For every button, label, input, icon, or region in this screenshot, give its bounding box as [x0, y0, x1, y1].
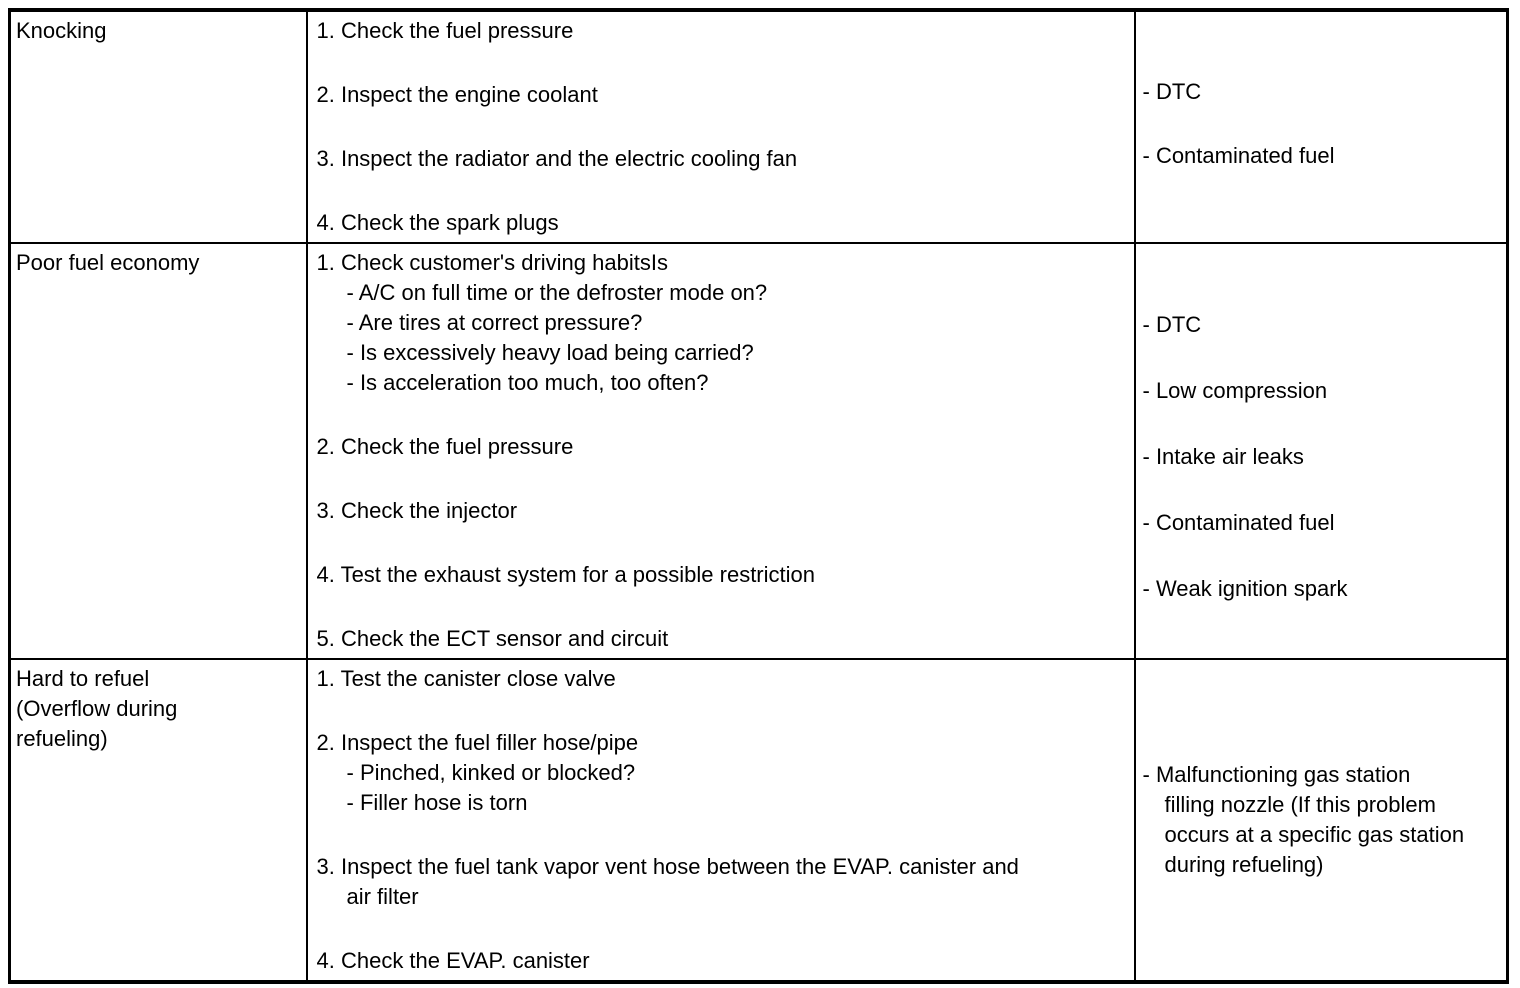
- symptom-label: Poor fuel economy: [16, 250, 200, 275]
- possible-cause-text: - Intake air leaks: [1142, 444, 1304, 469]
- table-row-knocking: Knocking 1. Check the fuel pressure 2. I…: [8, 9, 1509, 244]
- inspection-step-text: 3. Check the injector: [316, 498, 518, 523]
- possible-cause-text: - Weak ignition spark: [1142, 576, 1348, 601]
- inspection-substep: - Is acceleration too much, too often?: [346, 370, 709, 395]
- possible-cause: - DTC: [1143, 310, 1505, 340]
- inspection-step: 3. Check the injector: [317, 496, 1118, 526]
- inspection-step-text: 2. Inspect the fuel filler hose/pipe: [316, 730, 639, 755]
- symptom-label: refueling): [16, 726, 108, 751]
- possible-causes-cell: - DTC - Contaminated fuel: [1133, 9, 1509, 244]
- inspection-step: 4. Check the spark plugs: [317, 208, 1118, 238]
- inspection-step-text: 4. Check the spark plugs: [316, 210, 559, 235]
- inspection-step-text: 1. Check the fuel pressure: [316, 18, 574, 43]
- inspection-steps-cell: 1. Check customer's driving habitsIs - A…: [305, 242, 1136, 660]
- possible-cause: - Malfunctioning gas station filling noz…: [1143, 760, 1505, 880]
- inspection-step-text: 3. Inspect the radiator and the electric…: [316, 146, 798, 171]
- inspection-steps-cell: 1. Check the fuel pressure 2. Inspect th…: [305, 9, 1136, 244]
- table-row-poor-fuel-economy: Poor fuel economy 1. Check customer's dr…: [8, 242, 1509, 660]
- possible-cause-text: - Contaminated fuel: [1142, 143, 1335, 168]
- inspection-step-text: 5. Check the ECT sensor and circuit: [316, 626, 669, 651]
- symptom-label: (Overflow during: [16, 696, 178, 721]
- troubleshooting-table: Knocking 1. Check the fuel pressure 2. I…: [8, 8, 1509, 984]
- inspection-step-text: 1. Check customer's driving habitsIs: [316, 250, 668, 275]
- possible-cause-text: - DTC: [1142, 79, 1202, 104]
- possible-cause-text: - Contaminated fuel: [1142, 510, 1335, 535]
- symptom-cell: Hard to refuel (Overflow during refuelin…: [8, 658, 308, 983]
- possible-cause: - Contaminated fuel: [1143, 141, 1505, 171]
- inspection-step: 5. Check the ECT sensor and circuit: [317, 624, 1118, 654]
- inspection-step-text: 1. Test the canister close valve: [316, 666, 616, 691]
- inspection-step-continuation: air filter: [346, 884, 419, 909]
- inspection-step: 2. Inspect the fuel filler hose/pipe - P…: [317, 728, 1118, 818]
- possible-cause: - DTC: [1143, 77, 1505, 107]
- inspection-step-text: 2. Check the fuel pressure: [316, 434, 574, 459]
- inspection-step-text: 2. Inspect the engine coolant: [316, 82, 598, 107]
- inspection-steps-cell: 1. Test the canister close valve 2. Insp…: [305, 658, 1136, 983]
- possible-causes-cell: - DTC - Low compression - Intake air lea…: [1133, 242, 1509, 660]
- inspection-substep: - Are tires at correct pressure?: [346, 310, 643, 335]
- inspection-step: 1. Test the canister close valve: [317, 664, 1118, 694]
- possible-cause: - Weak ignition spark: [1143, 574, 1505, 604]
- inspection-substep: - A/C on full time or the defroster mode…: [346, 280, 768, 305]
- inspection-step: 3. Inspect the fuel tank vapor vent hose…: [317, 852, 1118, 912]
- symptom-label: Knocking: [16, 18, 107, 43]
- inspection-step-text: 4. Test the exhaust system for a possibl…: [316, 562, 816, 587]
- possible-cause-text: - DTC: [1142, 312, 1202, 337]
- inspection-step: 2. Inspect the engine coolant: [317, 80, 1118, 110]
- inspection-step-text: 4. Check the EVAP. canister: [316, 948, 590, 973]
- inspection-step: 1. Check the fuel pressure: [317, 16, 1118, 46]
- inspection-step: 1. Check customer's driving habitsIs - A…: [317, 248, 1118, 398]
- possible-cause: - Low compression: [1143, 376, 1505, 406]
- symptom-cell: Poor fuel economy: [8, 242, 308, 660]
- symptom-label: Hard to refuel: [16, 666, 150, 691]
- inspection-step: 2. Check the fuel pressure: [317, 432, 1118, 462]
- possible-cause: - Contaminated fuel: [1143, 508, 1505, 538]
- possible-cause-text: - Low compression: [1142, 378, 1328, 403]
- possible-cause-text: filling nozzle (If this problem: [1164, 792, 1436, 817]
- inspection-substep: - Pinched, kinked or blocked?: [346, 760, 636, 785]
- inspection-substep: - Is excessively heavy load being carrie…: [346, 340, 754, 365]
- inspection-substep: - Filler hose is torn: [346, 790, 528, 815]
- possible-cause-text: during refueling): [1164, 852, 1324, 877]
- possible-cause-text: - Malfunctioning gas station: [1142, 762, 1411, 787]
- table-row-hard-to-refuel: Hard to refuel (Overflow during refuelin…: [8, 658, 1509, 983]
- inspection-step: 3. Inspect the radiator and the electric…: [317, 144, 1118, 174]
- symptom-cell: Knocking: [8, 9, 308, 244]
- inspection-step-text: 3. Inspect the fuel tank vapor vent hose…: [316, 854, 1019, 879]
- possible-cause: - Intake air leaks: [1143, 442, 1505, 472]
- possible-causes-cell: - Malfunctioning gas station filling noz…: [1133, 658, 1509, 983]
- possible-cause-text: occurs at a specific gas station: [1164, 822, 1465, 847]
- inspection-step: 4. Test the exhaust system for a possibl…: [317, 560, 1118, 590]
- inspection-step: 4. Check the EVAP. canister: [317, 946, 1118, 976]
